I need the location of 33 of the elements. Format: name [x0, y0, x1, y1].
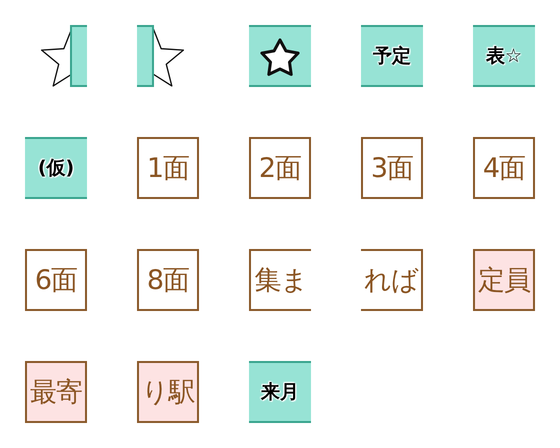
- sticker-tile: [473, 137, 535, 199]
- half-star-sticker: [137, 25, 187, 87]
- sticker-tile: [473, 249, 535, 311]
- sticker-tile: [137, 137, 199, 199]
- sticker-tile: [249, 249, 311, 311]
- sticker-text: 定員: [478, 264, 530, 298]
- sticker-tile: [361, 137, 423, 199]
- sticker-text: り駅: [142, 376, 194, 410]
- sticker-tile: [25, 137, 87, 199]
- sticker-tile: [473, 25, 535, 87]
- sticker-text: 6面: [34, 264, 78, 298]
- sticker-text: 最寄: [30, 376, 82, 410]
- sticker-tile: [249, 137, 311, 199]
- sticker-tile: [25, 249, 87, 311]
- sticker-tile: [361, 249, 423, 311]
- sticker-text: (仮): [38, 156, 74, 181]
- sticker-text: 表☆: [486, 44, 522, 69]
- sticker-text: 1面: [146, 152, 190, 186]
- sticker-text: 2面: [258, 152, 302, 186]
- half-star-sticker: [38, 25, 87, 87]
- sticker-text: 集ま: [254, 264, 308, 298]
- sticker-tile: [25, 361, 87, 423]
- sticker-text: 3面: [370, 152, 414, 186]
- sticker-tile: [249, 361, 311, 423]
- sticker-tile: [137, 361, 199, 423]
- star-sticker: [249, 25, 311, 87]
- sticker-tile: [361, 25, 423, 87]
- sticker-text: 来月: [261, 380, 299, 405]
- sticker-text: れば: [364, 264, 418, 298]
- sticker-text: 4面: [482, 152, 526, 186]
- sticker-text: 8面: [146, 264, 190, 298]
- sticker-tile: [137, 249, 199, 311]
- sticker-text: 予定: [373, 44, 411, 69]
